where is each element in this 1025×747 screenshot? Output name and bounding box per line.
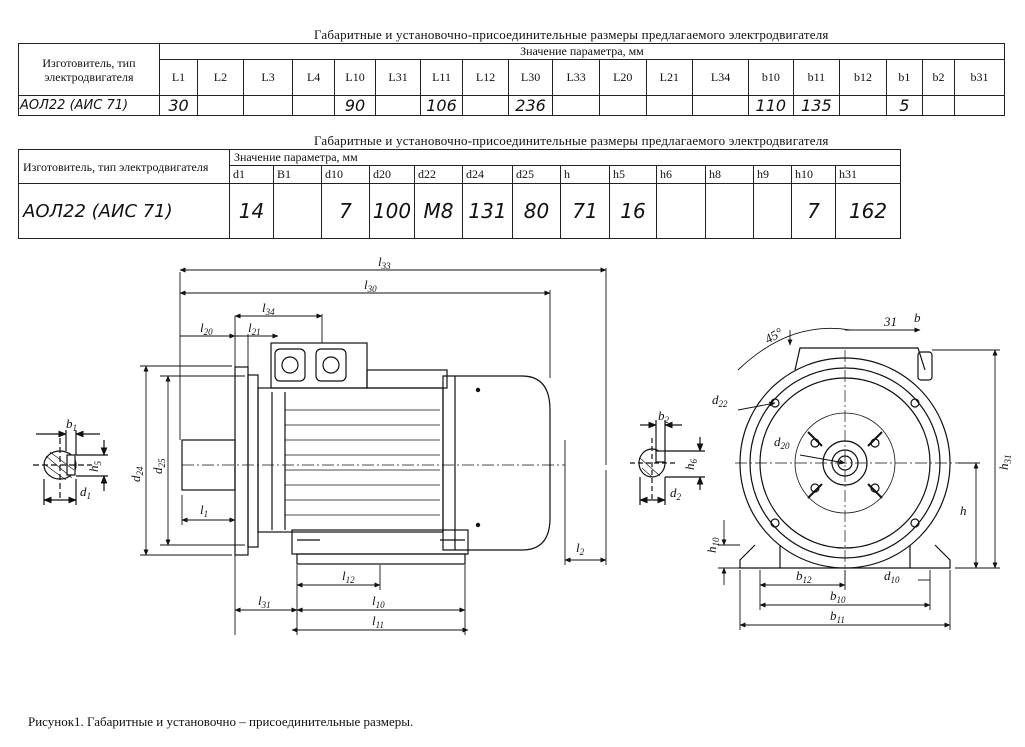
label-d22: d22: [712, 392, 728, 409]
label-l2: l2: [576, 540, 585, 557]
label-d20: d20: [774, 434, 790, 451]
value-l10: 90: [333, 95, 377, 116]
column-header-l30: L30: [507, 59, 554, 96]
value-b1: [273, 183, 322, 239]
value-d24: 131: [462, 183, 513, 239]
label-l30: l30: [364, 277, 377, 294]
label-l1: l1: [200, 502, 208, 519]
value-d10: 7: [321, 183, 370, 239]
value-l34: [692, 95, 750, 116]
value-h9: [753, 183, 792, 239]
column-header-h8: h8: [705, 165, 754, 184]
manufacturer-header: Изготовитель, тип электродвигателя: [18, 43, 160, 96]
column-header-l21: L21: [645, 59, 694, 96]
label-d25: d25: [150, 458, 167, 474]
label-h6: h6: [682, 459, 699, 471]
value-l12: [462, 95, 509, 116]
shaft-section-left: [33, 430, 108, 505]
column-header-l33: L33: [552, 59, 600, 96]
label-l11: l11: [372, 613, 384, 630]
value-h6: [656, 183, 706, 239]
column-header-b31: b31: [954, 59, 1005, 96]
label-l12: l12: [342, 568, 355, 585]
label-l33: l33: [378, 254, 391, 271]
value-b2: [921, 95, 956, 116]
shaft-section-right: [630, 420, 705, 505]
column-header-l12: L12: [462, 59, 509, 96]
value-h5: 16: [609, 183, 657, 239]
motor-front-view: [735, 347, 958, 580]
side-dimension-lines: [140, 267, 607, 635]
label-l21: l21: [248, 320, 261, 337]
label-h31: h31: [996, 455, 1013, 471]
label-b2: b2: [658, 408, 670, 425]
value-b10: 110: [748, 95, 794, 116]
value-b11: 135: [792, 95, 841, 116]
label-l10: l10: [372, 593, 385, 610]
value-d22: M8: [414, 183, 463, 239]
label-h10: h10: [704, 537, 721, 553]
value-l1: 30: [158, 95, 199, 116]
manufacturer-header: Изготовитель, тип электродвигателя: [18, 149, 230, 184]
label-h: h: [960, 503, 967, 518]
label-d1: d1: [80, 484, 91, 501]
label-b1: b1: [66, 416, 77, 433]
value-l11: 106: [419, 95, 464, 116]
column-header-b10: b10: [748, 59, 794, 96]
value-h: 71: [560, 183, 610, 239]
column-header-b11: b11: [792, 59, 841, 96]
value-h31: 162: [834, 183, 902, 239]
column-header-l2: L2: [197, 59, 244, 96]
column-header-h10: h10: [791, 165, 836, 184]
label-b11: b11: [830, 608, 845, 625]
value-h10: 7: [791, 183, 836, 239]
value-l30: 236: [507, 95, 554, 116]
table2-caption: Габаритные и установочно-присоединительн…: [314, 133, 829, 148]
label-d2: d2: [670, 485, 682, 502]
label-b: b: [914, 310, 921, 325]
dimensions-table-d-h: Изготовитель, тип электродвигателя Значе…: [18, 149, 902, 239]
label-l31: l31: [258, 593, 271, 610]
motor-model: АОЛ22 (АИС 71): [18, 183, 230, 239]
dimensions-table-l-b: Изготовитель, тип электродвигателя Значе…: [18, 43, 1006, 116]
value-d20: 100: [369, 183, 415, 239]
front-dimension-lines: [718, 327, 1000, 630]
column-header-l3: L3: [242, 59, 294, 96]
label-b12: b12: [796, 568, 812, 585]
column-header-h9: h9: [753, 165, 792, 184]
label-d10: d10: [884, 568, 900, 585]
motor-side-view: [181, 342, 565, 565]
column-header-l34: L34: [692, 59, 750, 96]
figure-caption: Рисунок1. Габаритные и установочно – при…: [28, 714, 414, 729]
label-d24: d24: [128, 466, 145, 482]
label-l34: l34: [262, 300, 275, 317]
column-header-d22: d22: [414, 165, 463, 184]
label-31: 31: [883, 314, 897, 329]
label-h5: h5: [86, 461, 103, 473]
column-header-l11: L11: [419, 59, 464, 96]
column-header-b2: b2: [921, 59, 956, 96]
motor-model: АОЛ22 (АИС 71): [18, 95, 160, 116]
value-b31: [954, 95, 1005, 116]
label-l20: l20: [200, 320, 213, 337]
value-h8: [705, 183, 754, 239]
label-45deg: 45°: [762, 325, 785, 347]
label-b10: b10: [830, 588, 846, 605]
value-d1: 14: [229, 183, 274, 239]
table1-caption: Габаритные и установочно-присоединительн…: [314, 27, 829, 42]
value-b1: 5: [885, 95, 924, 116]
column-header-d10: d10: [321, 165, 370, 184]
